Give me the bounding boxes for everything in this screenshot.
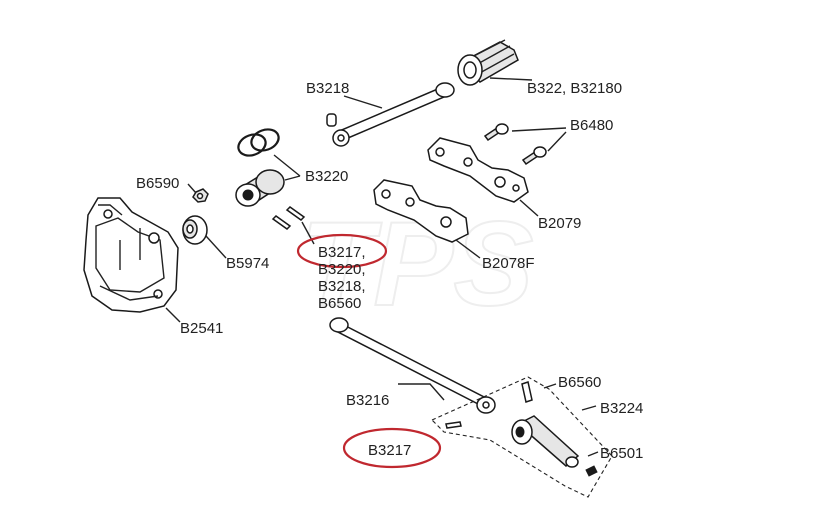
- label-b3220: B3220: [305, 168, 348, 185]
- group-outline: [431, 376, 613, 498]
- label-b3218-top: B3218: [306, 80, 349, 97]
- label-b3224: B3224: [600, 400, 643, 417]
- brace-b2078f: [373, 179, 469, 243]
- label-b6590: B6590: [136, 175, 179, 192]
- o-rings: [237, 128, 280, 157]
- outdrive-b3224: [511, 415, 580, 468]
- highlight-oval-bottom: [342, 427, 442, 469]
- nut-b6590: [192, 188, 209, 203]
- drive-shaft-top: [326, 82, 455, 147]
- pin-b6560: [521, 381, 533, 403]
- dust-boot: [457, 39, 519, 86]
- label-b6560: B6560: [558, 374, 601, 391]
- label-b6501: B6501: [600, 445, 643, 462]
- drive-shaft-bottom: [329, 317, 496, 414]
- label-b6480: B6480: [570, 117, 613, 134]
- screws-b6480: [483, 123, 547, 166]
- label-b3217-line4: B6560: [318, 295, 361, 312]
- highlight-oval-top: [296, 233, 388, 269]
- brace-b2079: [427, 137, 529, 203]
- pin-b3217: [445, 421, 462, 429]
- bearing-b5974: [182, 215, 208, 245]
- outdrive-cup: [235, 169, 285, 207]
- label-b2079: B2079: [538, 215, 581, 232]
- label-b3217-line1: B3217,: [318, 244, 366, 261]
- label-b3217-line3: B3218,: [318, 278, 366, 295]
- label-b3216: B3216: [346, 392, 389, 409]
- setscrew-b6501: [585, 465, 598, 477]
- label-b2078f: B2078F: [482, 255, 535, 272]
- label-b2541: B2541: [180, 320, 223, 337]
- label-b5974: B5974: [226, 255, 269, 272]
- gearbox-housing: [83, 197, 179, 313]
- label-b322: B322, B32180: [527, 80, 622, 97]
- label-b3217-line2: B3220,: [318, 261, 366, 278]
- pins-small: [271, 206, 306, 230]
- label-b3217-bottom: B3217: [368, 442, 411, 459]
